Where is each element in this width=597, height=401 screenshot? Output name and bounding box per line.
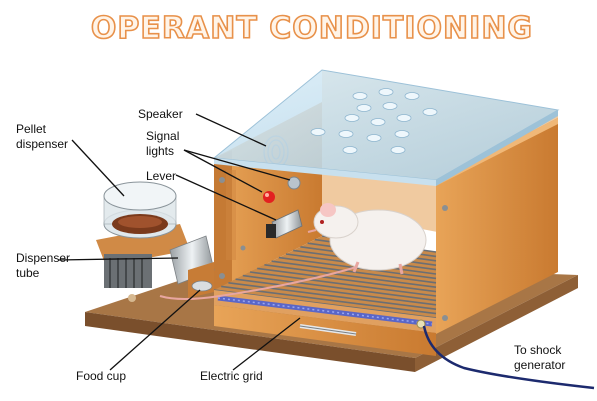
grid-bar [249, 271, 437, 297]
labels: Speaker Signal lights Lever Pellet dispe… [16, 107, 565, 383]
label-signal-lights-line1: Signal [146, 129, 179, 143]
label-lever: Lever [146, 169, 176, 183]
label-dispenser-tube-line1: Dispenser [16, 251, 70, 265]
label-electric-grid: Electric grid [200, 369, 263, 383]
grid-bar [271, 260, 437, 284]
air-hole [396, 114, 412, 122]
grid-bar [242, 274, 437, 302]
label-shock-generator-line1: To shock [514, 343, 562, 357]
label-speaker: Speaker [138, 107, 183, 121]
drawer [214, 305, 436, 356]
air-hole [382, 102, 398, 110]
air-hole [366, 134, 382, 142]
label-dispenser-tube-line2: tube [16, 266, 40, 280]
shock-wire [416, 319, 595, 390]
signal-lights [263, 176, 301, 203]
grid-bar [264, 264, 437, 288]
label-food-cup: Food cup [76, 369, 126, 383]
diagram-title: OPERANT CONDITIONING [91, 11, 533, 46]
air-hole [390, 146, 406, 154]
grid-bar [228, 282, 437, 310]
label-shock-generator-line2: generator [514, 358, 565, 372]
pellet-dispenser [96, 181, 190, 302]
air-hole [338, 130, 354, 138]
air-hole [404, 92, 420, 100]
label-signal-lights-line2: lights [146, 144, 174, 158]
leader-lines [57, 113, 301, 371]
glass-lid [212, 69, 560, 186]
grid-bar [257, 267, 437, 293]
air-hole [422, 108, 438, 116]
air-hole [352, 92, 368, 100]
grid-bar [235, 278, 437, 306]
lever [266, 209, 303, 239]
air-hole [378, 88, 394, 96]
air-hole [342, 146, 358, 154]
air-hole [310, 128, 326, 136]
chamber-right-wall [436, 118, 558, 334]
air-hole [344, 114, 360, 122]
rat [159, 203, 427, 300]
label-pellet-dispenser-line1: Pellet [16, 122, 47, 136]
air-hole [370, 118, 386, 126]
grid-bar [278, 256, 437, 280]
label-pellet-dispenser-line2: dispenser [16, 137, 68, 151]
grid-connector-rail [214, 290, 436, 333]
air-hole [394, 130, 410, 138]
air-hole [356, 104, 372, 112]
food-cup [188, 262, 214, 298]
